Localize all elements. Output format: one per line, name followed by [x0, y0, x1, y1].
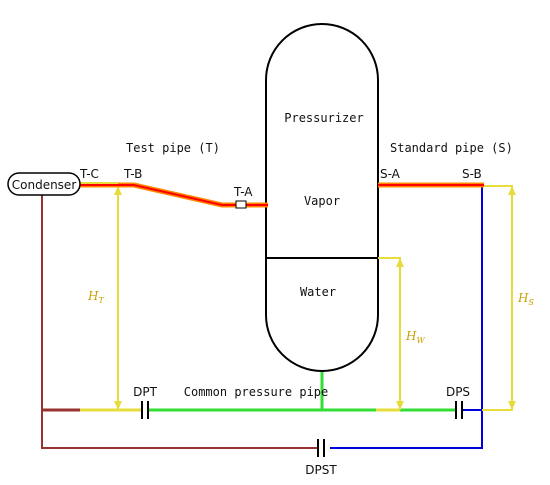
vapor-label: Vapor — [304, 194, 340, 208]
water-label: Water — [300, 285, 336, 299]
t-c-label: T-C — [79, 167, 99, 181]
hs-label: HS — [517, 291, 534, 307]
water-tap-yellow-line — [378, 257, 401, 410]
condenser-label: Condenser — [12, 178, 77, 192]
pressurizer-vessel — [265, 23, 379, 372]
hw-arrow-head-bottom — [396, 401, 404, 410]
s-b-label: S-B — [462, 167, 482, 181]
t-a-valve-icon — [235, 200, 247, 209]
dps-label: DPS — [446, 385, 470, 399]
test-pipe-label: Test pipe (T) — [126, 141, 220, 155]
dpst-label: DPST — [305, 463, 337, 477]
hs-arrow-head-top — [508, 186, 516, 195]
condenser-drain-line — [41, 194, 318, 449]
ht-label: HT — [87, 289, 104, 305]
standard-leg-yellow-line — [482, 185, 513, 411]
s-a-label: S-A — [380, 167, 401, 181]
dpt-label: DPT — [133, 385, 157, 399]
condenser-box — [7, 172, 81, 196]
hs-arrow-head-bottom — [508, 401, 516, 410]
ht-arrow-head-top — [114, 186, 122, 195]
t-a-label: T-A — [233, 185, 253, 199]
common-pressure-pipe-label: Common pressure pipe — [184, 385, 329, 399]
t-b-label: T-B — [123, 167, 142, 181]
ht-arrow-head-bottom — [114, 401, 122, 410]
pressurizer-label: Pressurizer — [284, 111, 363, 125]
standard-pipe-label: Standard pipe (S) — [390, 141, 513, 155]
hw-label: HW — [405, 329, 425, 345]
hw-arrow-head-top — [396, 258, 404, 267]
standard-pipe-down-line — [330, 186, 483, 449]
